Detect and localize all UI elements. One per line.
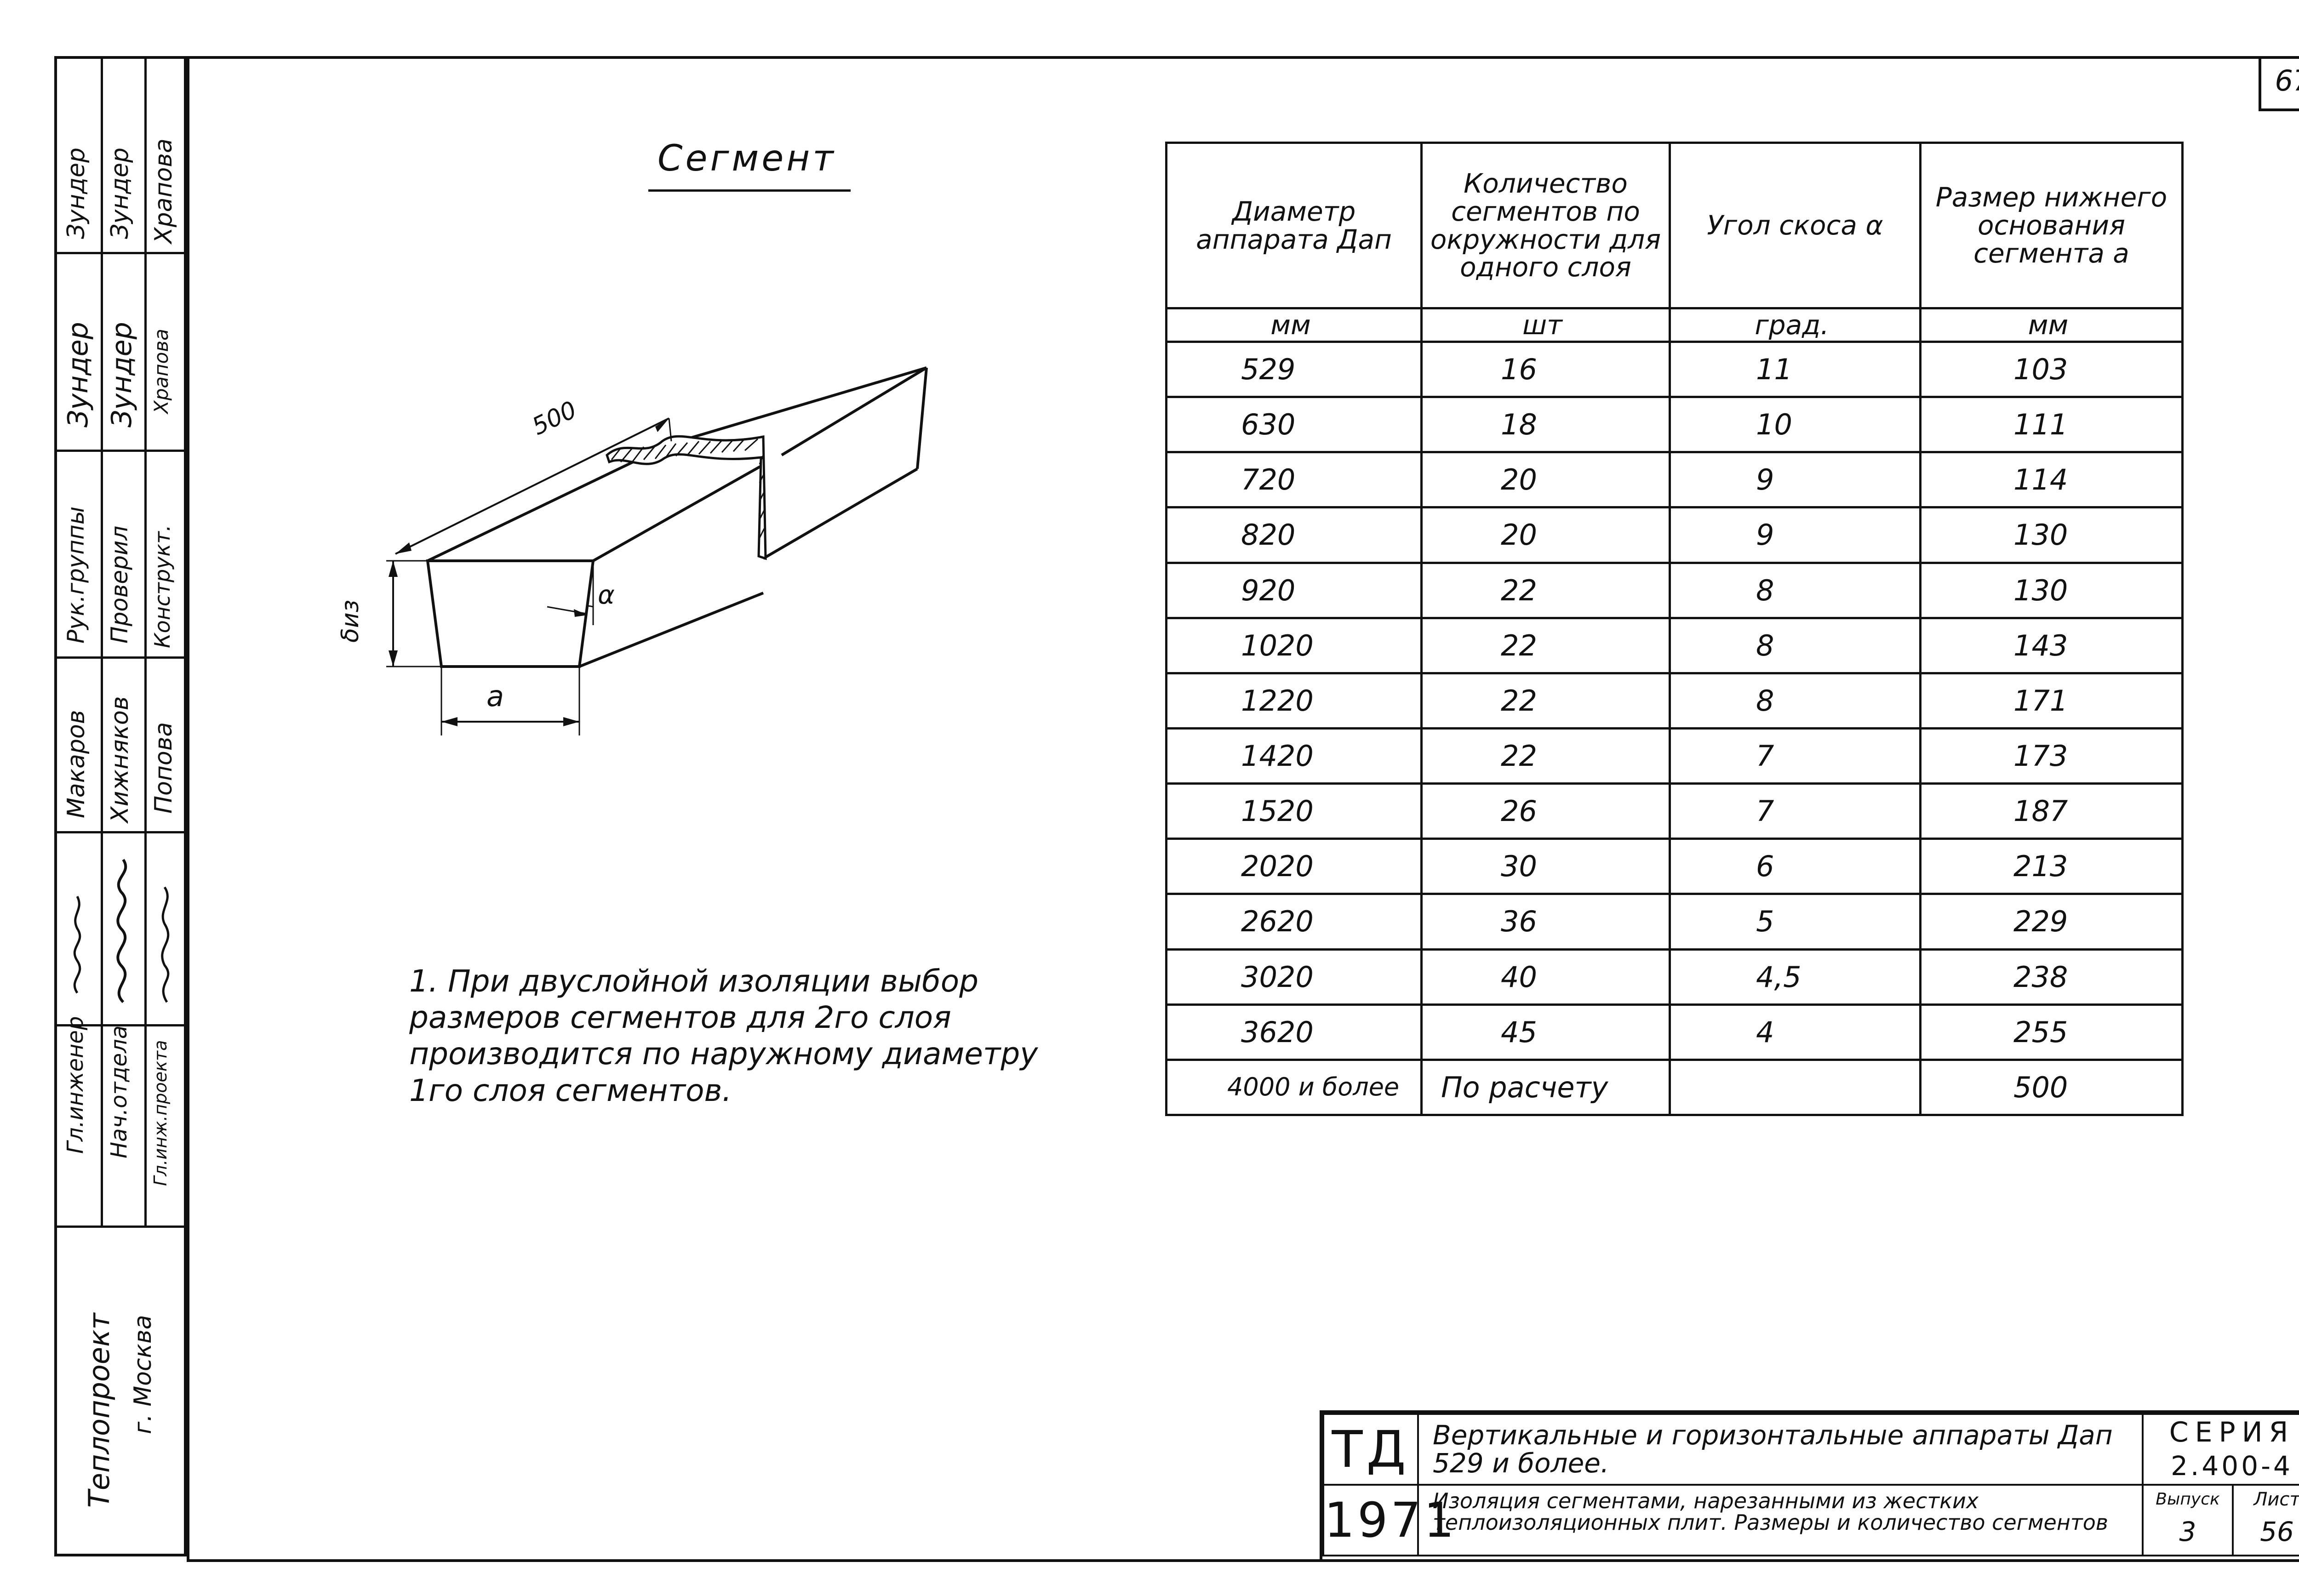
segment-drawing xyxy=(386,366,928,735)
stamp-signature-4: Зундер xyxy=(106,322,138,428)
stamp-role-1: Нач.отдела xyxy=(106,1025,132,1158)
unit-count: шт xyxy=(1420,307,1671,343)
sheet-label: Лист xyxy=(2253,1489,2299,1510)
header-angle: Угол скоса α xyxy=(1669,142,1922,309)
signature-scribbles xyxy=(73,859,170,1003)
code-cell: ТД xyxy=(1322,1413,1419,1486)
code: ТД xyxy=(1332,1420,1410,1479)
stamp-name-4: Зундер xyxy=(106,147,134,239)
page-number-box: 67 xyxy=(2259,56,2299,111)
stamp-name-5: Храпова xyxy=(150,138,177,244)
stamp-city: г. Москва xyxy=(129,1315,157,1434)
stamp-role-3: Рук.группы xyxy=(63,506,89,644)
title2-cell: Изоляция сегментами, нарезанными из жест… xyxy=(1417,1484,2144,1556)
stamp-signature-3: Зундер xyxy=(62,322,94,428)
note-text: 1. При двуслойной изоляции выбор размеро… xyxy=(409,963,1038,1108)
title1-cell: Вертикальные и горизонтальные аппараты Д… xyxy=(1417,1413,2144,1486)
title-block: ТД 1971 Вертикальные и горизонтальные ап… xyxy=(1320,1410,2299,1562)
stamp-role-2: Гл.инж.проекта xyxy=(150,1040,171,1186)
header-diameter: Диаметр аппарата Дап xyxy=(1165,142,1423,309)
year: 1971 xyxy=(1324,1492,1457,1548)
dim-angle: α xyxy=(598,580,615,610)
series-cell: СЕРИЯ 2.400-4 xyxy=(2142,1413,2299,1486)
table-units-row: мм шт град. мм xyxy=(1165,307,2184,343)
issue-cell: Выпуск 3 xyxy=(2142,1484,2234,1556)
stamp-name-1: Хижняков xyxy=(106,696,134,823)
issue-value: 3 xyxy=(2179,1516,2196,1547)
page-number: 67 xyxy=(2275,64,2299,97)
segments-table: Диаметр аппарата Дап Количество сегменто… xyxy=(1165,142,2184,1117)
series-label: СЕРИЯ xyxy=(2169,1416,2295,1448)
dim-thickness: δиз xyxy=(337,599,364,643)
header-count: Количество сегментов по окружности для о… xyxy=(1420,142,1671,309)
title-line-2: Изоляция сегментами, нарезанными из жест… xyxy=(1433,1488,2108,1535)
stamp-role-4: Проверил xyxy=(106,525,133,644)
stamp-name-2: Попова xyxy=(150,722,177,814)
sheet-border xyxy=(187,56,2299,1562)
sheet-cell: Лист 56 xyxy=(2232,1484,2299,1556)
stamp-org: Теплопроект xyxy=(82,1313,116,1508)
stamp-role-0: Гл.инженер xyxy=(63,1016,88,1154)
issue-label: Выпуск xyxy=(2156,1490,2220,1509)
drawing-title: Сегмент xyxy=(658,138,836,179)
drawing-title-underline xyxy=(648,189,851,192)
stamp-name-3: Зундер xyxy=(63,147,90,239)
unit-base: мм xyxy=(1919,307,2184,343)
header-base: Размер нижнего основания сегмента a xyxy=(1919,142,2184,309)
table-header-row: Диаметр аппарата Дап Количество сегменто… xyxy=(1165,142,2184,309)
stamp-role-5: Конструкт. xyxy=(150,524,175,648)
title-line-1: Вертикальные и горизонтальные аппараты Д… xyxy=(1433,1419,2113,1479)
dim-base: a xyxy=(486,679,504,713)
unit-diameter: мм xyxy=(1165,307,1423,343)
stamp-name-0: Макаров xyxy=(63,710,90,818)
approval-stamp xyxy=(54,56,187,1556)
series-value: 2.400-4 xyxy=(2171,1450,2293,1482)
sheet-value: 56 xyxy=(2260,1516,2294,1547)
stamp-signature-5: Храпова xyxy=(150,329,172,414)
year-cell: 1971 xyxy=(1322,1484,1457,1556)
unit-angle: град. xyxy=(1669,307,1922,343)
